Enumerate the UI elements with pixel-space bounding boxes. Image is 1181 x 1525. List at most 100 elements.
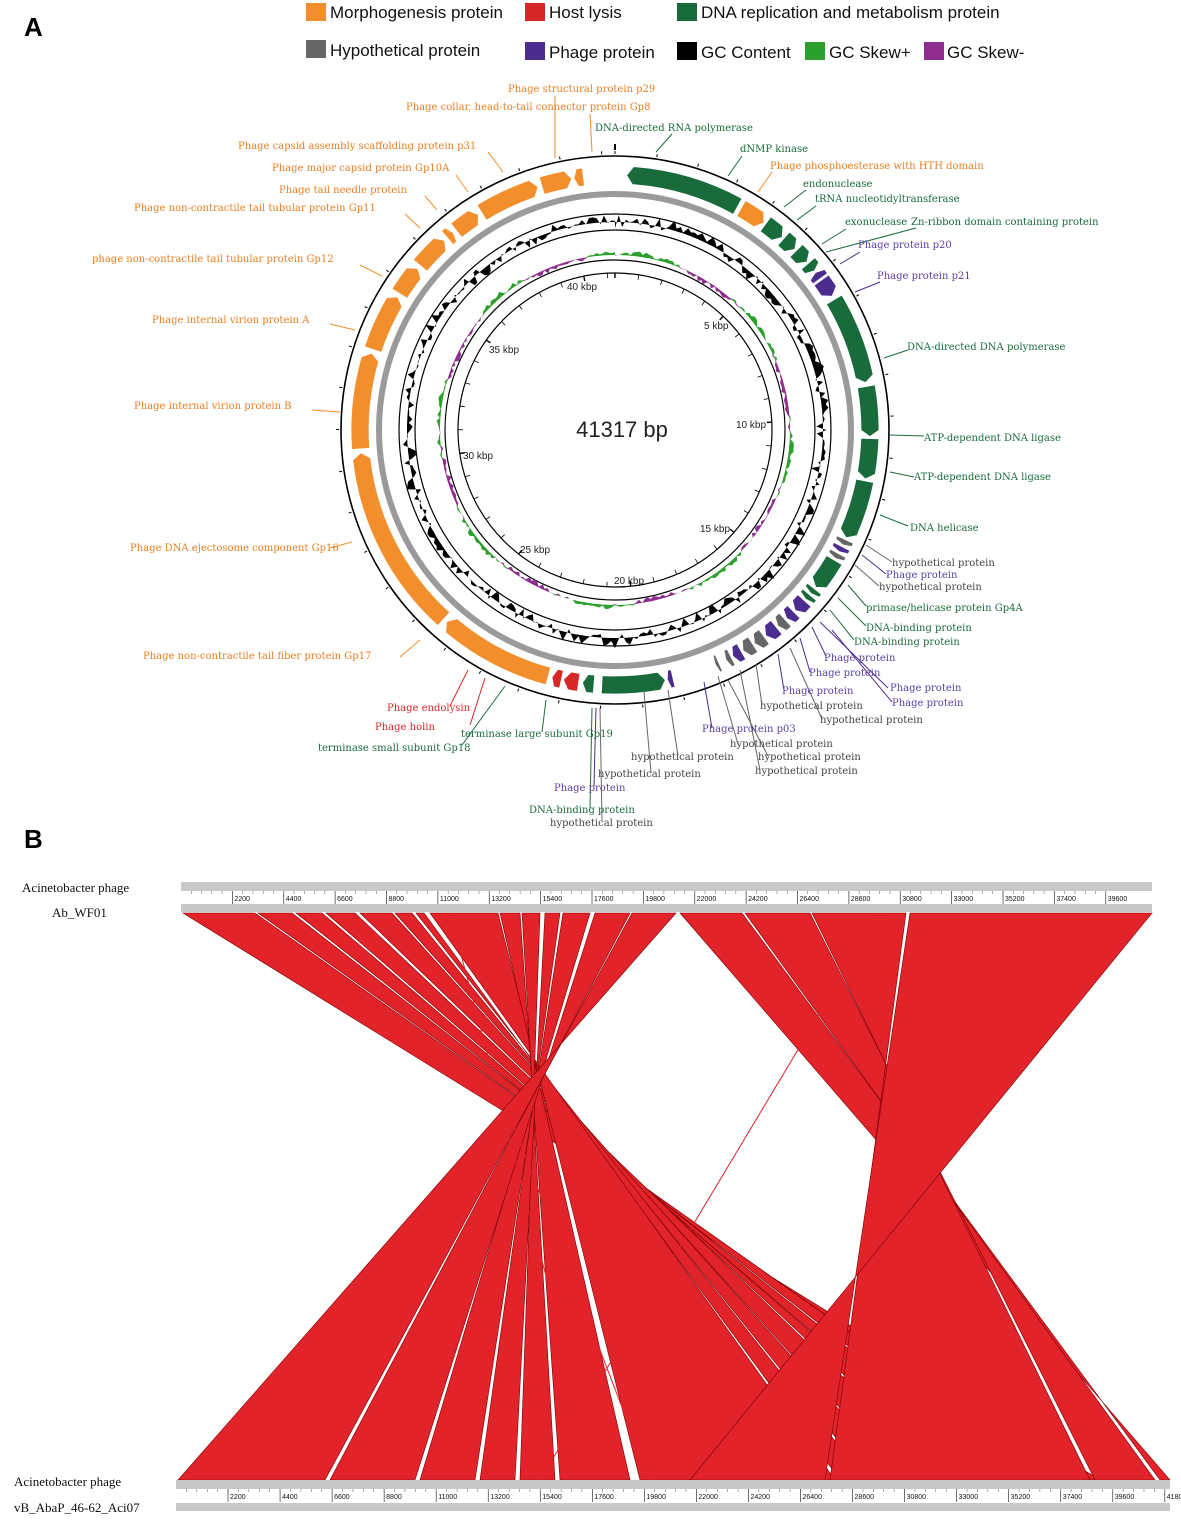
outer-tick <box>413 237 415 239</box>
leader-line <box>542 700 546 732</box>
gene-label: terminase small subunit Gp18 <box>318 743 471 754</box>
outer-tick <box>849 576 852 578</box>
gene-arrow <box>601 672 665 694</box>
outer-tick <box>480 186 481 189</box>
leader-line <box>756 664 762 705</box>
ruler-label: 24200 <box>748 896 768 903</box>
leader-line <box>488 152 503 172</box>
ruler-label: 22000 <box>698 1494 718 1501</box>
gene-label: hypothetical protein <box>760 701 863 712</box>
leader-line <box>704 682 712 728</box>
kbp-label-15: 15 kbp <box>700 524 730 535</box>
leader-line <box>728 156 742 176</box>
gene-label: Zn-ribbon domain containing protein <box>911 217 1099 228</box>
legend-label-gc-skew-minus: GC Skew- <box>947 43 1024 62</box>
inner-tick <box>702 301 705 305</box>
inner-tick <box>653 577 654 582</box>
ruler-label: 17600 <box>594 896 614 903</box>
gene-label: Phage protein <box>554 783 626 794</box>
gene-arrow <box>539 171 572 194</box>
leader-line <box>890 435 924 436</box>
gene-label: hypothetical protein <box>820 715 923 726</box>
outer-tick <box>795 640 797 642</box>
leader-line <box>797 206 816 220</box>
gene-label: terminase large subunit Gp19 <box>461 729 613 740</box>
outer-tick <box>856 295 859 296</box>
gene-label: Phage protein <box>782 686 854 697</box>
inner-tick <box>583 579 584 584</box>
gene-arrow <box>451 211 479 238</box>
gene-label: Phage protein p03 <box>702 724 796 735</box>
gene-arrow <box>563 672 580 691</box>
inner-tick <box>720 316 723 320</box>
leader-line <box>884 350 908 358</box>
leader-line <box>594 708 596 786</box>
gene-label: hypothetical protein <box>631 752 734 763</box>
gene-label: hypothetical protein <box>892 558 995 569</box>
gene-label: Phage structural protein p29 <box>508 84 655 95</box>
gene-label: Phage tail needle protein <box>279 185 407 196</box>
gene-arrow <box>737 201 764 227</box>
gene-arrow <box>582 675 594 694</box>
ruler-label: 13200 <box>491 896 511 903</box>
ruler-label: 26400 <box>800 896 820 903</box>
inner-tick <box>744 511 748 514</box>
gene-label: endonuclease <box>803 179 872 190</box>
ruler-label: 15400 <box>543 896 563 903</box>
ruler-label: 39600 <box>1115 1494 1135 1501</box>
outer-tick <box>364 551 367 552</box>
gene-label: Phage capsid assembly scaffolding protei… <box>238 141 476 152</box>
legend-item-phage-protein: Phage protein <box>525 42 655 62</box>
inner-tick <box>486 517 490 520</box>
outer-tick <box>761 664 763 667</box>
gene-arrow <box>812 556 842 588</box>
leader-line <box>740 670 760 770</box>
inner-tick <box>501 322 505 325</box>
top-genome-track <box>181 882 1152 891</box>
ruler-label: 6600 <box>337 896 353 903</box>
inner-tick <box>474 497 478 499</box>
ruler-label: 37400 <box>1063 1494 1083 1501</box>
legend-item-hypothetical: Hypothetical protein <box>306 40 480 60</box>
leader-line <box>590 114 592 152</box>
gene-arrow <box>552 669 563 688</box>
kbp-label-10: 10 kbp <box>736 420 766 431</box>
ruler-label: 4400 <box>282 1494 298 1501</box>
legend-swatch-gc-skew-plus <box>805 42 825 60</box>
outer-tick <box>559 157 560 160</box>
panel-b: B Acinetobacter phage Ab_WF01 Acinetobac… <box>14 824 1181 1515</box>
outer-tick <box>479 671 480 674</box>
ruler-label: 28600 <box>851 896 871 903</box>
gene-label: Phage protein <box>809 668 881 679</box>
gene-label: DNA-directed RNA polymerase <box>595 123 753 134</box>
outer-tick <box>519 168 520 171</box>
gene-label: Phage protein p20 <box>858 240 952 251</box>
gene-label: Phage phosphoesterase with HTH domain <box>770 161 984 172</box>
leader-line <box>848 585 866 606</box>
ruler-label: 41800 <box>1167 1494 1181 1501</box>
outer-tick <box>684 697 685 700</box>
bottom-genome-track-lower <box>176 1503 1170 1511</box>
ruler-label: 8800 <box>389 896 405 903</box>
gene-label: Phage DNA ejectosome component Gp16 <box>130 543 339 554</box>
inner-tick <box>638 275 639 280</box>
outer-tick <box>833 259 835 261</box>
legend-item-host-lysis: Host lysis <box>525 3 622 22</box>
inner-tick <box>486 340 490 343</box>
outer-tick <box>882 499 885 500</box>
gene-label: Phage protein p21 <box>877 271 971 282</box>
leader-line <box>312 410 340 412</box>
gene-label: DNA-binding protein <box>529 805 635 816</box>
outer-tick <box>349 346 352 347</box>
outer-tick <box>558 700 559 703</box>
inner-tick <box>465 383 470 385</box>
legend-swatch-hypothetical <box>306 40 326 58</box>
gene-label: Phage protein <box>892 698 964 709</box>
inner-tick <box>661 280 662 285</box>
leader-line <box>855 565 879 586</box>
gene-arrow <box>477 180 538 220</box>
outer-tick <box>824 610 826 612</box>
